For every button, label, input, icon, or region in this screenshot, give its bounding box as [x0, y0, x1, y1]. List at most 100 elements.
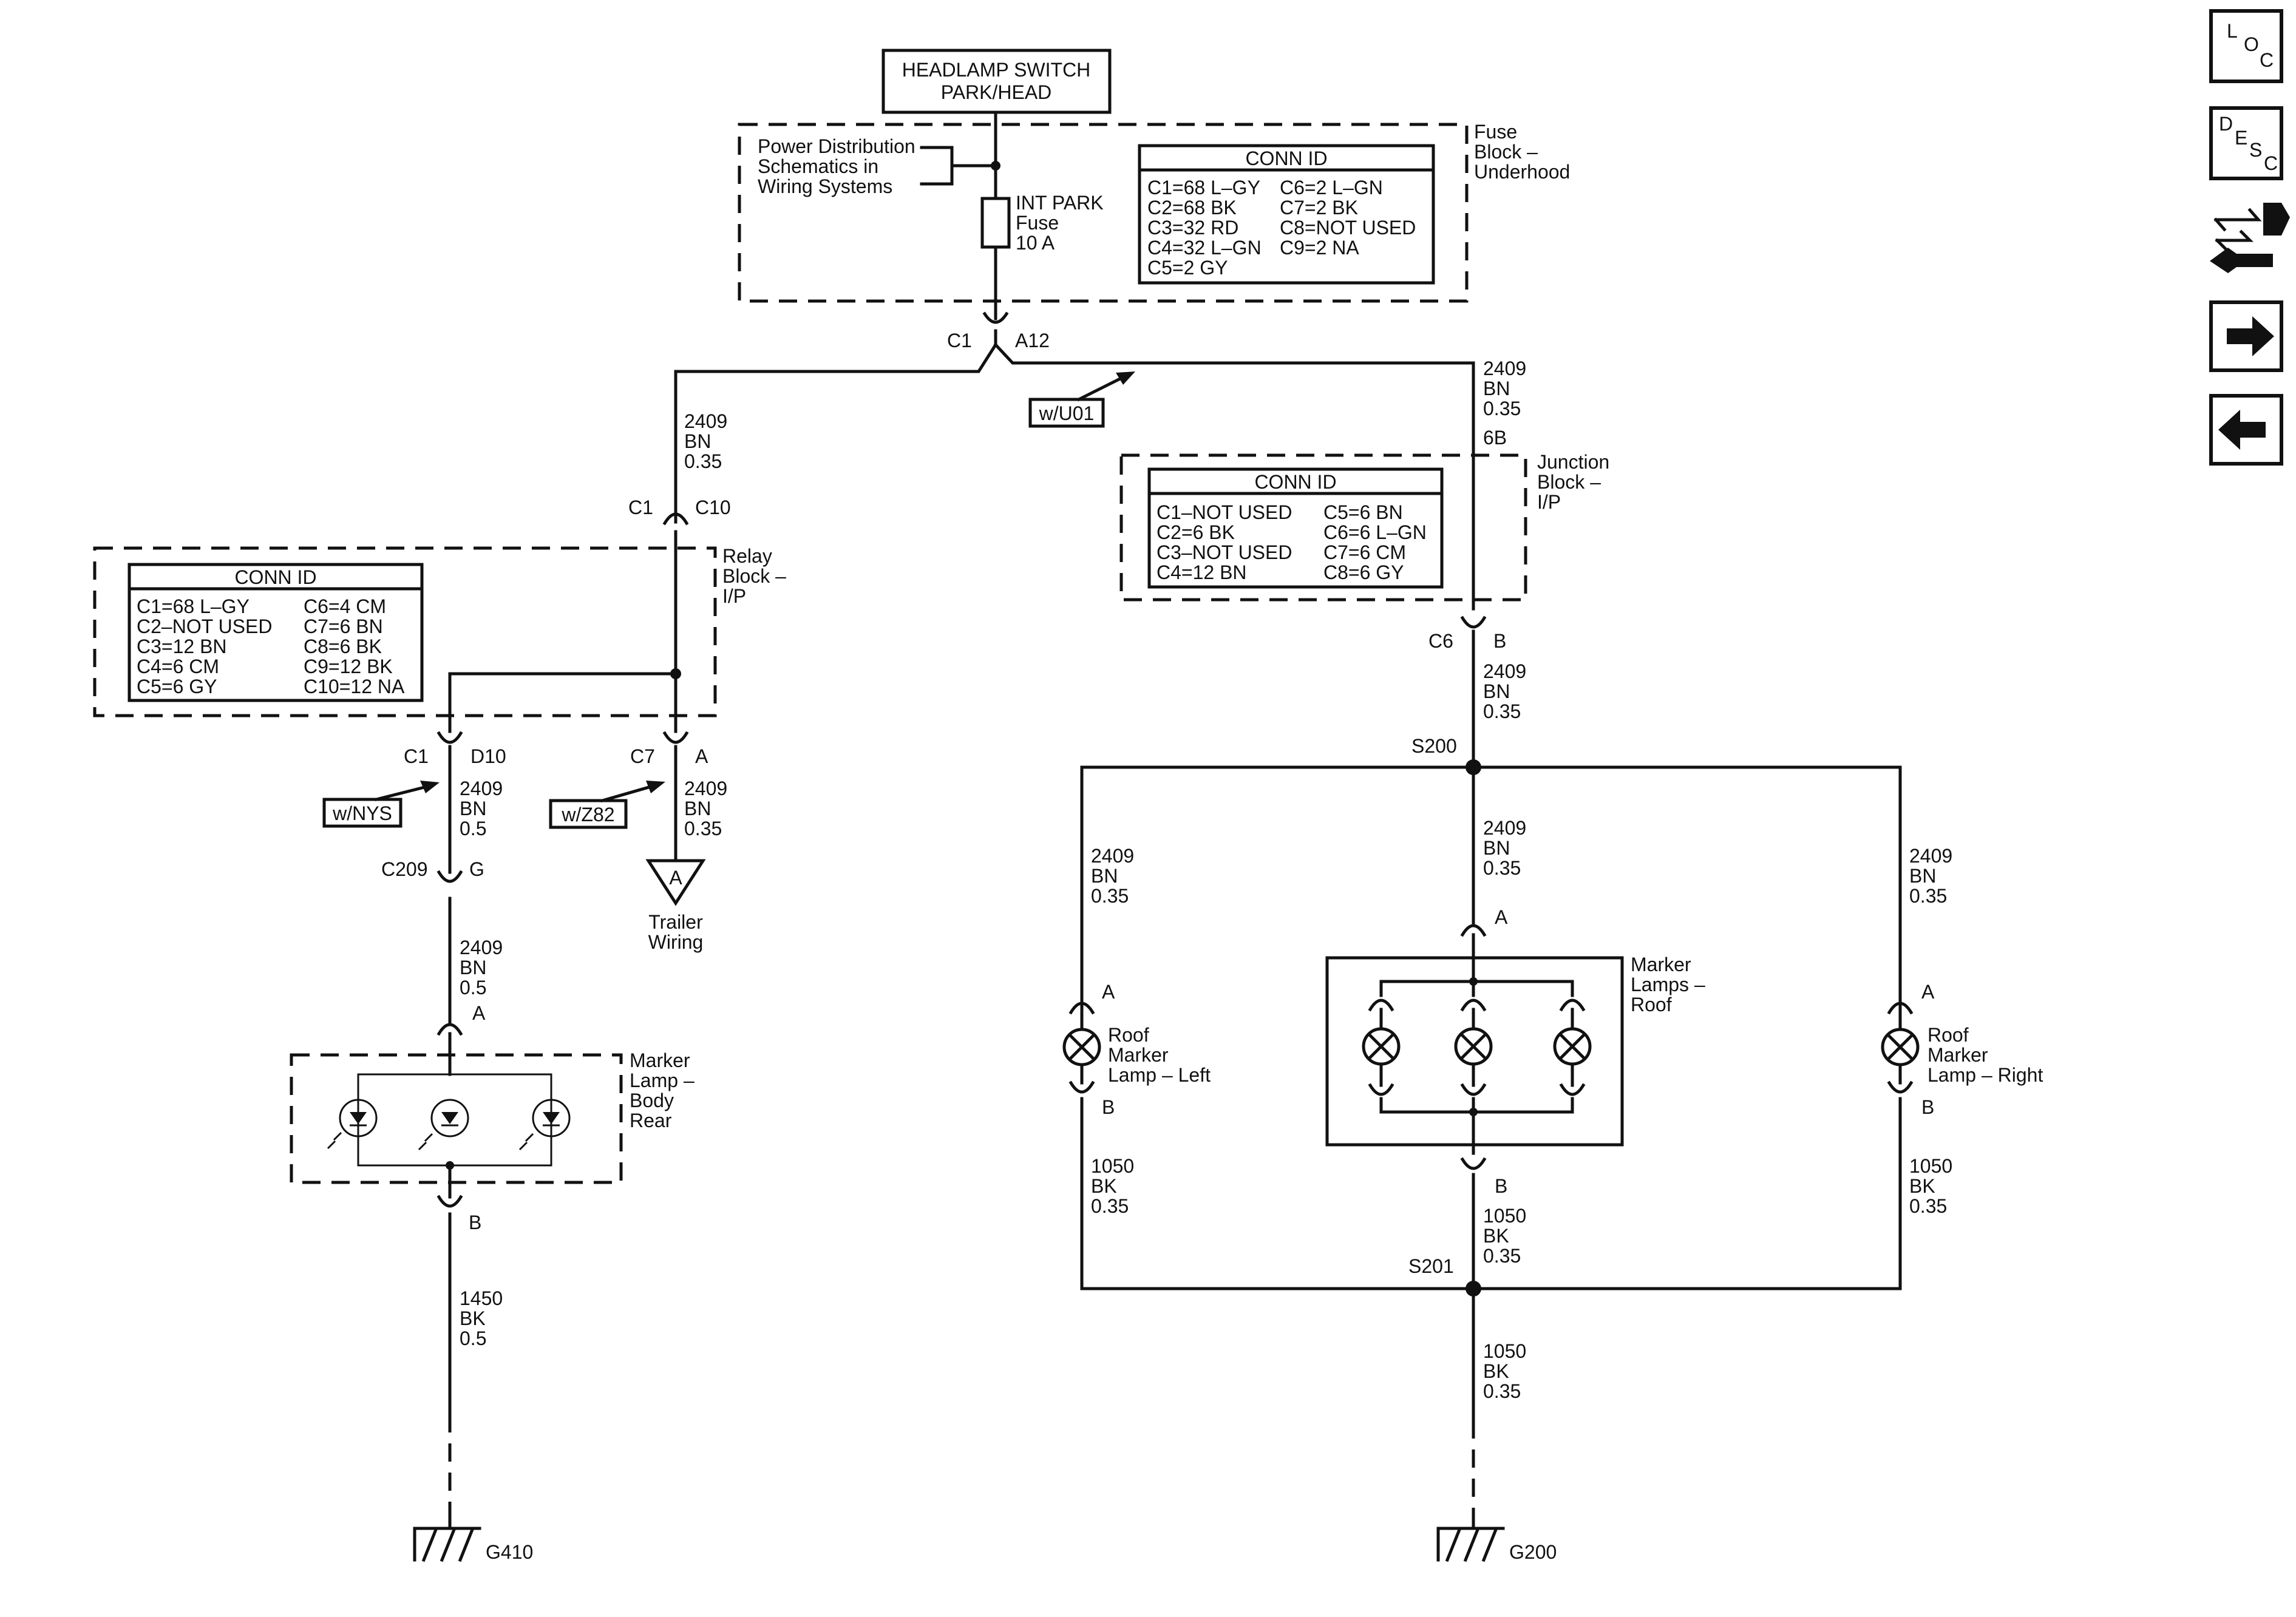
- wire-nys-3: 0.5: [460, 818, 486, 839]
- fuse-conn-right-4: C9=2 NA: [1280, 237, 1359, 259]
- power-distribution-note-1: Power Distribution: [758, 135, 915, 157]
- connector-tool-icon[interactable]: [2210, 203, 2290, 273]
- junction-block-name-1: Junction: [1537, 451, 1609, 473]
- ground-g200-icon: [1436, 1516, 1505, 1562]
- power-distribution-note-3: Wiring Systems: [758, 175, 892, 197]
- fuse-conn-id-title: CONN ID: [1245, 147, 1327, 169]
- wire-roof-center-3: 0.35: [1483, 857, 1521, 879]
- fuse-conn-left-2: C2=68 BK: [1147, 197, 1237, 219]
- junction-out-pin: B: [1493, 630, 1506, 652]
- trailer-label-2: Wiring: [648, 931, 704, 953]
- junction-conn-right-4: C8=6 GY: [1323, 561, 1404, 583]
- headlamp-switch-title: HEADLAMP SWITCH: [902, 59, 1091, 81]
- loc-button[interactable]: L O C: [2209, 9, 2283, 83]
- wire-nys-2: BN: [460, 798, 486, 819]
- connector-c6-b: [1460, 615, 1487, 629]
- wire-gnd-center-3: 0.35: [1483, 1245, 1521, 1267]
- wire-body-feed-3: 0.5: [460, 977, 486, 998]
- fuse-label-1: INT PARK: [1016, 192, 1104, 214]
- marker-body-label-3: Body: [630, 1090, 674, 1111]
- ground-g200-label: G200: [1509, 1541, 1557, 1563]
- splice-s201-label: S201: [1408, 1255, 1454, 1277]
- junction-block-ip: Junction Block – I/P CONN ID C1–NOT USED…: [1119, 451, 1609, 602]
- junction-block-name-3: I/P: [1537, 491, 1561, 513]
- fuse-block-name-2: Block –: [1474, 141, 1538, 163]
- desc-button[interactable]: D E S C: [2209, 106, 2283, 180]
- wire-junction-out-3: 0.35: [1483, 700, 1521, 722]
- wire-body-ground-1: 1450: [460, 1287, 503, 1309]
- fuse-conn-right-1: C6=2 L–GN: [1280, 177, 1383, 198]
- roof-right-pin-b: B: [1921, 1096, 1934, 1118]
- wire-body-feed-2: BN: [460, 957, 486, 978]
- wire-left-top-1: 2409: [684, 410, 727, 432]
- relay-in-pin: C10: [695, 497, 731, 518]
- desc-letter-1: D: [2219, 113, 2233, 135]
- connector-body-a: [436, 1023, 463, 1036]
- option-nys: w/NYS: [322, 781, 440, 828]
- relay-conn-right-1: C6=4 CM: [304, 595, 386, 617]
- connector-c1-a12: [982, 311, 1009, 324]
- wire-roof-center-2: BN: [1483, 837, 1510, 859]
- splice-s200-label: S200: [1411, 735, 1457, 757]
- wire-gnd-left-3: 0.35: [1091, 1195, 1129, 1217]
- led-icon: [339, 1099, 378, 1137]
- junction-conn-right-1: C5=6 BN: [1323, 501, 1403, 523]
- option-z82: w/Z82: [549, 781, 665, 829]
- fuse-conn-right-2: C7=2 BK: [1280, 197, 1358, 219]
- roof-left-pin-b: B: [1102, 1096, 1115, 1118]
- marker-body-pin-a: A: [472, 1002, 486, 1024]
- wire-gnd-right-1: 1050: [1909, 1155, 1952, 1177]
- relay-out2-pin: A: [695, 745, 708, 767]
- svg-text:w/NYS: w/NYS: [332, 802, 392, 824]
- wire-roof-left-2: BN: [1091, 865, 1118, 887]
- roof-marker-lamp-right: A B Roof Marker Lamp – Right: [1881, 981, 2043, 1118]
- relay-conn-left-5: C5=6 GY: [137, 676, 217, 697]
- wire-z82-3: 0.35: [684, 818, 722, 839]
- wire-right-top-3: 0.35: [1483, 398, 1521, 419]
- wire-junction-out-2: BN: [1483, 680, 1510, 702]
- relay-conn-right-5: C10=12 NA: [304, 676, 405, 697]
- junction-conn-id-title: CONN ID: [1254, 471, 1336, 493]
- roof-left-label-3: Lamp – Left: [1108, 1064, 1211, 1086]
- wire-gnd-main-1: 1050: [1483, 1340, 1526, 1362]
- fuse-block-name-1: Fuse: [1474, 121, 1517, 143]
- wire-junction-out-1: 2409: [1483, 660, 1526, 682]
- wire-roof-center-1: 2409: [1483, 817, 1526, 839]
- roof-right-label-3: Lamp – Right: [1927, 1064, 2043, 1086]
- junction-conn-right-2: C6=6 L–GN: [1323, 521, 1427, 543]
- relay-conn-right-3: C8=6 BK: [304, 636, 382, 657]
- junction-conn-right-3: C7=6 CM: [1323, 541, 1406, 563]
- wire-gnd-center-1: 1050: [1483, 1205, 1526, 1227]
- fuse-label-2: Fuse: [1016, 212, 1059, 234]
- relay-conn-left-1: C1=68 L–GY: [137, 595, 250, 617]
- splice-s201: [1466, 1281, 1481, 1297]
- relay-out1-pin: D10: [470, 745, 506, 767]
- fuse-conn-left-5: C5=2 GY: [1147, 257, 1228, 279]
- roof-marker-lamp-left: A B Roof Marker Lamp – Left: [1062, 981, 1211, 1118]
- roof-center-label-1: Marker: [1631, 954, 1691, 975]
- roof-right-label-1: Roof: [1927, 1024, 1969, 1046]
- fuse-out-pin: A12: [1015, 330, 1050, 351]
- desc-letter-3: S: [2249, 139, 2262, 161]
- junction-conn-left-2: C2=6 BK: [1156, 521, 1235, 543]
- trailer-wiring: A Trailer Wiring: [645, 859, 706, 953]
- loc-letter-1: L: [2227, 20, 2238, 42]
- junction-out-conn: C6: [1428, 630, 1453, 652]
- int-park-fuse: [980, 197, 1011, 249]
- wire-roof-right-1: 2409: [1909, 845, 1952, 867]
- fuse-block-underhood: Fuse Block – Underhood Power Distributio…: [738, 121, 1570, 303]
- marker-lamp-body-rear: Marker Lamp – Body Rear: [290, 1032, 695, 1199]
- wire-gnd-main-3: 0.35: [1483, 1380, 1521, 1402]
- relay-out2-conn: C7: [630, 745, 655, 767]
- fuse-conn-left-3: C3=32 RD: [1147, 217, 1238, 239]
- previous-arrow-icon[interactable]: [2209, 394, 2283, 466]
- desc-letter-2: E: [2235, 127, 2247, 149]
- relay-block-name-1: Relay: [722, 545, 772, 567]
- junction-in-pin: 6B: [1483, 427, 1507, 449]
- wire-left-top-2: BN: [684, 430, 711, 452]
- wire-body-feed-1: 2409: [460, 937, 503, 958]
- roof-right-label-2: Marker: [1927, 1044, 1988, 1066]
- ground-g410-icon: [413, 1516, 481, 1562]
- next-arrow-icon[interactable]: [2209, 300, 2283, 372]
